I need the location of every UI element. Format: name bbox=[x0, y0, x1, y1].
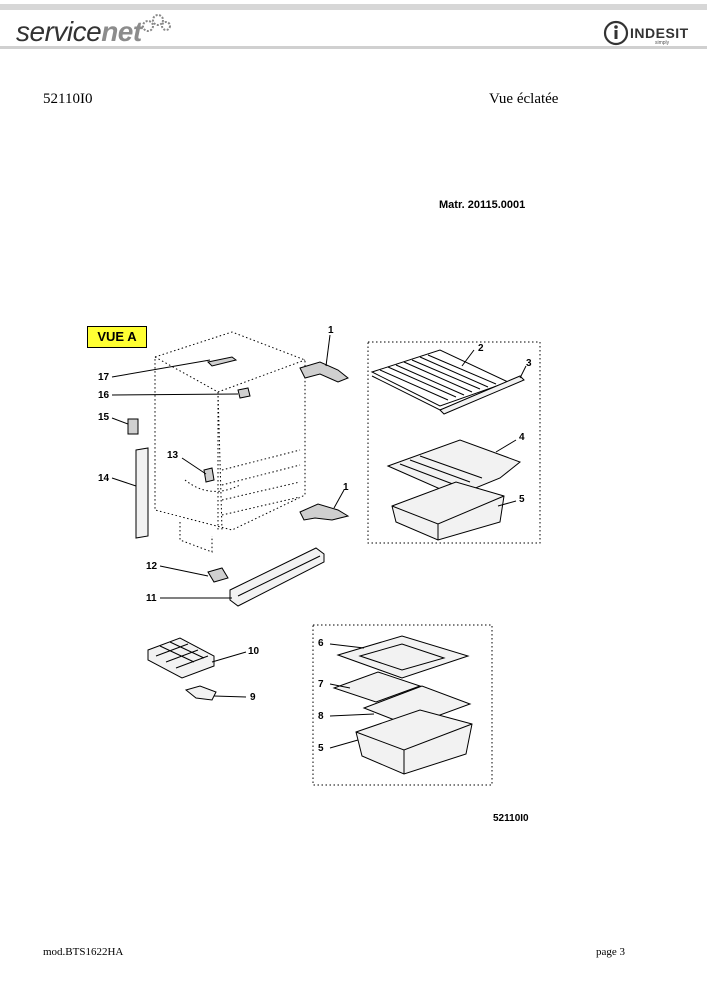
part-6-cover bbox=[336, 635, 470, 679]
part-2-wire-shelf bbox=[370, 349, 510, 411]
part-5-crisper-upper bbox=[391, 481, 505, 541]
part-label-15: 15 bbox=[98, 412, 110, 423]
part-17-plate bbox=[206, 356, 238, 367]
part-label-5-lower: 5 bbox=[318, 743, 324, 754]
part-14-strip bbox=[135, 447, 149, 539]
leader-lines bbox=[111, 334, 527, 749]
exploded-view-diagram: 17 16 15 14 13 12 11 10 9 1 1 2 3 4 5 6 … bbox=[98, 325, 541, 786]
part-label-16: 16 bbox=[98, 390, 110, 401]
part-16-hinge-pin bbox=[237, 387, 251, 399]
footer-page-number: page 3 bbox=[596, 946, 626, 958]
part-1-lower-hinge bbox=[299, 503, 350, 521]
part-label-3: 3 bbox=[526, 358, 532, 369]
part-label-5-upper: 5 bbox=[519, 494, 525, 505]
view-title: Vue éclatée bbox=[489, 91, 559, 107]
part-label-1-lower: 1 bbox=[343, 482, 349, 493]
gears-icon bbox=[142, 14, 171, 32]
part-label-4: 4 bbox=[519, 432, 525, 443]
header-rule-top bbox=[0, 4, 707, 10]
part-7-frame bbox=[332, 671, 422, 703]
part-label-17: 17 bbox=[98, 372, 110, 383]
part-label-2: 2 bbox=[478, 343, 484, 354]
part-label-11: 11 bbox=[146, 593, 157, 604]
upper-assembly-box bbox=[367, 341, 541, 544]
part-label-13: 13 bbox=[167, 450, 179, 461]
part-1-upper-hinge bbox=[299, 361, 349, 383]
part-label-6: 6 bbox=[318, 638, 324, 649]
matricule: Matr. 20115.0001 bbox=[439, 199, 526, 211]
part-label-12: 12 bbox=[146, 561, 158, 572]
cabinet-outline bbox=[154, 331, 306, 553]
footer-model: mod.BTS1622HA bbox=[43, 946, 124, 958]
servicenet-logo: servicenet bbox=[16, 16, 142, 47]
view-label-badge: VUE A bbox=[87, 326, 147, 348]
indesit-i-icon bbox=[603, 20, 629, 46]
part-label-8: 8 bbox=[318, 711, 324, 722]
part-9-scraper bbox=[184, 685, 217, 701]
part-3-bar bbox=[439, 375, 525, 415]
part-12-cap bbox=[207, 567, 229, 583]
part-label-9: 9 bbox=[250, 692, 256, 703]
part-label-1-upper: 1 bbox=[328, 325, 334, 336]
drawing-code: 52110I0 bbox=[493, 813, 529, 824]
part-13-thermostat bbox=[203, 467, 215, 483]
part-label-14: 14 bbox=[98, 473, 110, 484]
part-label-7: 7 bbox=[318, 679, 324, 690]
header-rule-bottom bbox=[0, 46, 707, 49]
part-10-ice-tray bbox=[147, 637, 215, 679]
part-5-crisper-lower bbox=[355, 709, 473, 775]
part-label-10: 10 bbox=[248, 646, 260, 657]
document-id: 52110I0 bbox=[43, 91, 93, 107]
part-15-clip bbox=[127, 418, 139, 435]
